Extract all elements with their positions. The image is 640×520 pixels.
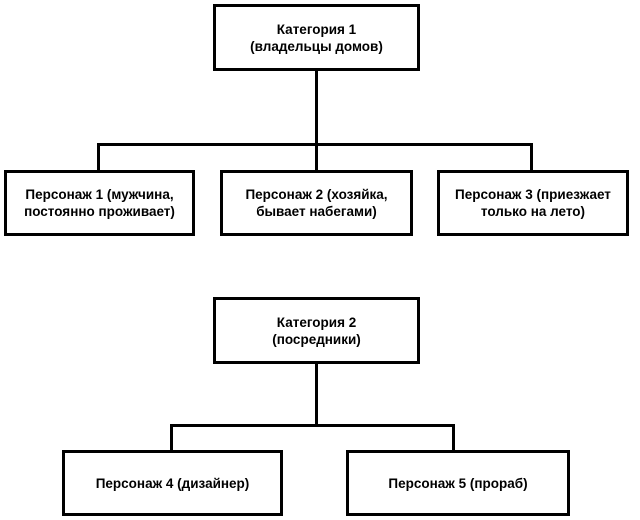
node-character-4[interactable]: Персонаж 4 (дизайнер) [62,450,283,516]
node-character-1[interactable]: Персонаж 1 (мужчина, постоянно проживает… [4,170,195,236]
connector-category2-stem [315,363,318,427]
connector-category1-drop-1 [97,143,100,173]
connector-category1-stem [315,70,318,146]
node-character-3-label: Персонаж 3 (приезжает только на лето) [455,187,611,219]
connector-category2-drop-2 [452,424,455,453]
node-character-5-label: Персонаж 5 (прораб) [388,475,528,491]
connector-category2-drop-1 [170,424,173,453]
node-category-1[interactable]: Категория 1 (владельцы домов) [213,4,420,71]
node-character-3[interactable]: Персонаж 3 (приезжает только на лето) [437,170,629,236]
connector-category1-drop-3 [530,143,533,173]
node-character-4-label: Персонаж 4 (дизайнер) [95,475,250,491]
node-category-1-label: Категория 1 (владельцы домов) [250,21,383,54]
node-category-2-label: Категория 2 (посредники) [272,314,361,347]
node-category-2[interactable]: Категория 2 (посредники) [213,297,420,364]
node-character-1-label: Персонаж 1 (мужчина, постоянно проживает… [24,187,175,219]
node-character-2[interactable]: Персонаж 2 (хозяйка, бывает набегами) [220,170,413,236]
connector-category1-drop-2 [315,143,318,173]
node-character-5[interactable]: Персонаж 5 (прораб) [346,450,570,516]
node-character-2-label: Персонаж 2 (хозяйка, бывает набегами) [245,187,388,219]
connector-category2-bus [170,424,455,427]
